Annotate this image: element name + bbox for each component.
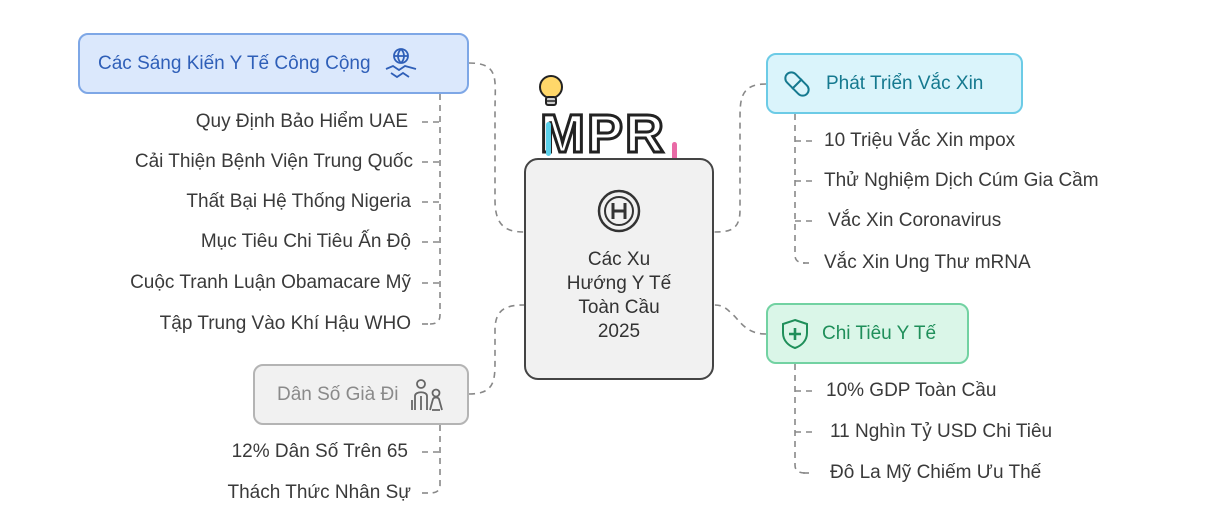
list-item-ph-6: Tập Trung Vào Khí Hậu WHO	[159, 313, 411, 334]
list-item-ph-5: Cuộc Tranh Luận Obamacare Mỹ	[130, 272, 411, 293]
topic-vaccine[interactable]: Phát Triển Vắc Xin	[766, 53, 1023, 114]
elderly-people-icon	[410, 378, 444, 412]
leaf-line-ph	[429, 94, 441, 325]
list-item-ph-4: Mục Tiêu Chi Tiêu Ấn Độ	[200, 231, 411, 252]
list-item-spending-1: 10% GDP Toàn Cầu	[826, 380, 997, 401]
list-item-spending-2: 11 Nghìn Tỷ USD Chi Tiêu	[830, 421, 1053, 442]
topic-label: Chi Tiêu Y Tế	[822, 322, 937, 344]
topic-label: Dân Số Già Đi	[277, 383, 399, 405]
topic-public-health[interactable]: Các Sáng Kiến Y Tế Công Cộng	[78, 33, 469, 94]
list-item-vaccine-1: 10 Triệu Vắc Xin mpox	[824, 130, 1016, 151]
topic-label: Phát Triển Vắc Xin	[826, 72, 984, 94]
logo-accent-pink	[672, 142, 677, 164]
logo-text: MPR	[539, 103, 666, 166]
topic-label: Các Sáng Kiến Y Tế Công Cộng	[98, 52, 371, 74]
list-item-vaccine-2: Thử Nghiệm Dịch Cúm Gia Cầm	[824, 170, 1099, 191]
connector-spending	[713, 304, 767, 335]
list-item-ph-2: Cải Thiện Bệnh Viện Trung Quốc	[134, 151, 413, 172]
topic-spending[interactable]: Chi Tiêu Y Tế	[766, 303, 969, 364]
list-item-ph-1: Quy Định Bảo Hiểm UAE	[195, 111, 408, 132]
pill-icon	[780, 67, 814, 101]
connector-vaccine	[713, 83, 767, 233]
list-item-vaccine-4: Vắc Xin Ung Thư mRNA	[824, 252, 1031, 273]
list-item-ph-3: Thất Bại Hệ Thống Nigeria	[186, 191, 411, 212]
leaf-line-aging	[429, 425, 441, 494]
leaf-line-vaccine	[794, 114, 806, 264]
center-title: Các Xu Hướng Y Tế Toàn Cầu 2025	[566, 249, 672, 342]
list-item-aging-2: Thách Thức Nhân Sự	[227, 482, 411, 503]
connector-public-health	[468, 62, 525, 233]
connector-aging	[468, 304, 525, 395]
list-item-spending-3: Đô La Mỹ Chiếm Ưu Thế	[830, 462, 1042, 483]
leaf-line-spending	[794, 364, 806, 474]
handshake-globe-icon	[383, 47, 419, 81]
center-node[interactable]: Các Xu Hướng Y Tế Toàn Cầu 2025	[524, 158, 714, 380]
lightbulb-icon	[538, 74, 564, 117]
logo-accent-cyan	[546, 122, 551, 156]
list-item-aging-1: 12% Dân Số Trên 65	[231, 441, 408, 462]
shield-plus-icon	[780, 318, 810, 350]
topic-aging[interactable]: Dân Số Già Đi	[253, 364, 469, 425]
list-item-vaccine-3: Vắc Xin Coronavirus	[828, 210, 1002, 231]
hospital-h-icon	[596, 188, 642, 239]
